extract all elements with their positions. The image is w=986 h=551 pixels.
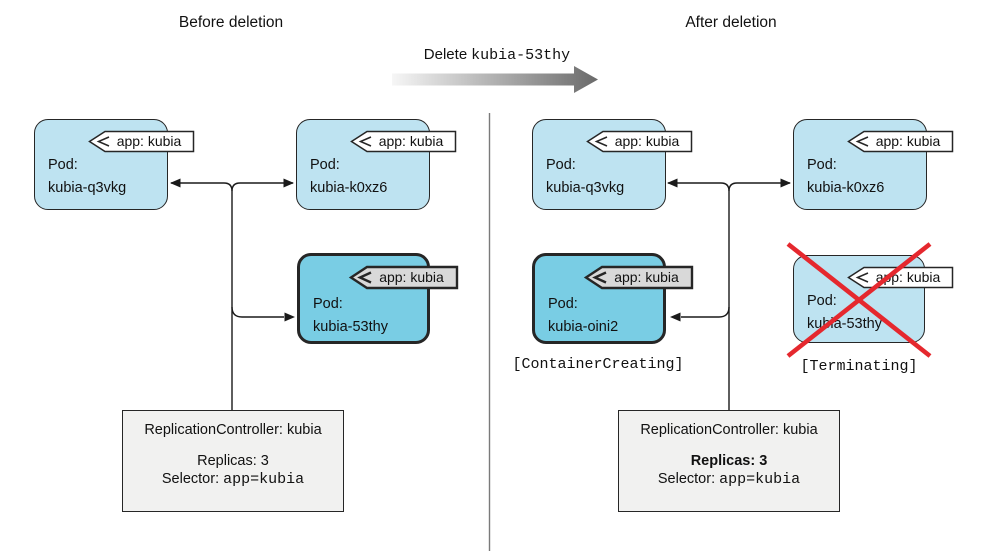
delete-target-pod-name: kubia-53thy bbox=[471, 47, 571, 64]
label-tag-icon bbox=[88, 130, 195, 153]
pod-before-kubia-k0xz6: app: kubia Pod: kubia-k0xz6 bbox=[296, 119, 457, 210]
label-tag-text: app: kubia bbox=[875, 133, 941, 149]
after-deletion-title: After deletion bbox=[685, 14, 777, 31]
rc-replicas: Replicas: 3 bbox=[197, 453, 269, 469]
arrowhead-to-oini2 bbox=[670, 312, 681, 322]
label-tag-text: app: kubia bbox=[614, 269, 679, 285]
after-connector-lines bbox=[667, 178, 791, 410]
pod-before-kubia-53thy: app: kubia Pod: kubia-53thy bbox=[297, 253, 459, 344]
pod-before-kubia-q3vkg: app: kubia Pod: kubia-q3vkg bbox=[34, 119, 195, 210]
label-tag-icon bbox=[583, 265, 694, 290]
label-tag: app: kubia bbox=[348, 265, 459, 290]
before-deletion-title: Before deletion bbox=[178, 14, 284, 31]
rc-selector-value: app=kubia bbox=[719, 471, 801, 488]
pod-kind-label: Pod: bbox=[310, 157, 340, 173]
delete-gradient-arrow-icon bbox=[392, 66, 598, 93]
pod-kind-label: Pod: bbox=[807, 293, 837, 309]
label-tag-text: app: kubia bbox=[378, 133, 444, 149]
label-tag: app: kubia bbox=[847, 130, 954, 153]
label-tag-text: app: kubia bbox=[379, 269, 444, 285]
pod-after-kubia-53thy-terminating: app: kubia Pod: kubia-53thy bbox=[793, 255, 954, 343]
rc-title: ReplicationController: kubia bbox=[640, 422, 818, 438]
status-terminating: [Terminating] bbox=[800, 358, 918, 375]
label-tag: app: kubia bbox=[88, 130, 195, 153]
rc-replicas: Replicas: 3 bbox=[690, 453, 768, 469]
label-tag: app: kubia bbox=[350, 130, 457, 153]
rc-selector: Selector:app=kubia bbox=[123, 471, 343, 488]
pod-name: kubia-q3vkg bbox=[546, 179, 625, 196]
label-tag-text: app: kubia bbox=[116, 133, 182, 149]
arrowhead-to-53thy bbox=[284, 312, 295, 322]
label-tag-icon bbox=[348, 265, 459, 290]
label-tag: app: kubia bbox=[586, 130, 693, 153]
label-tag: app: kubia bbox=[583, 265, 694, 290]
delete-verb: Delete bbox=[423, 46, 468, 63]
pod-kind-label: Pod: bbox=[546, 157, 576, 173]
pod-after-kubia-k0xz6: app: kubia Pod: kubia-k0xz6 bbox=[793, 119, 954, 210]
pod-kind-label: Pod: bbox=[313, 296, 343, 312]
pod-name: kubia-53thy bbox=[807, 315, 882, 332]
label-tag: app: kubia bbox=[847, 266, 954, 289]
rc-title: ReplicationController: kubia bbox=[144, 422, 322, 438]
pod-name: kubia-k0xz6 bbox=[310, 179, 388, 196]
arrowhead-to-q3vkg-after bbox=[667, 178, 678, 188]
label-tag-icon bbox=[847, 130, 954, 153]
pod-kind-label: Pod: bbox=[807, 157, 837, 173]
pod-name: kubia-k0xz6 bbox=[807, 179, 885, 196]
replication-controller-before: ReplicationController: kubia Replicas: 3… bbox=[122, 410, 344, 512]
pod-name: kubia-q3vkg bbox=[48, 179, 127, 196]
label-tag-text: app: kubia bbox=[875, 269, 941, 285]
pod-name: kubia-53thy bbox=[313, 318, 388, 335]
pod-after-kubia-q3vkg: app: kubia Pod: kubia-q3vkg bbox=[532, 119, 693, 210]
pod-after-kubia-oini2: app: kubia Pod: kubia-oini2 bbox=[532, 253, 694, 344]
label-tag-icon bbox=[586, 130, 693, 153]
pod-kind-label: Pod: bbox=[48, 157, 78, 173]
rc-selector-value: app=kubia bbox=[223, 471, 305, 488]
label-tag-icon bbox=[350, 130, 457, 153]
arrowhead-to-k0xz6 bbox=[283, 178, 294, 188]
pod-name: kubia-oini2 bbox=[548, 318, 619, 335]
rc-selector-label: Selector: bbox=[657, 471, 716, 487]
rc-selector: Selector:app=kubia bbox=[619, 471, 839, 488]
arrowhead-to-q3vkg bbox=[170, 178, 181, 188]
status-container-creating: [ContainerCreating] bbox=[512, 356, 684, 373]
pod-kind-label: Pod: bbox=[548, 296, 578, 312]
replication-controller-after: ReplicationController: kubia Replicas: 3… bbox=[618, 410, 840, 512]
before-connector-lines bbox=[170, 178, 295, 410]
label-tag-text: app: kubia bbox=[614, 133, 680, 149]
rc-selector-label: Selector: bbox=[161, 471, 220, 487]
arrowhead-to-k0xz6-after bbox=[780, 178, 791, 188]
